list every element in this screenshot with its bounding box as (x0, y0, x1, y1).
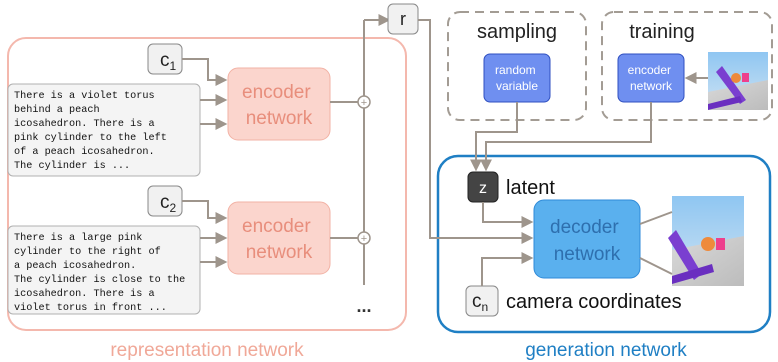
generated-scene-image (668, 196, 744, 286)
more-queries-ellipsis: ... (356, 296, 371, 316)
encoder-network-1 (227, 67, 331, 141)
latent-label: latent (506, 177, 555, 199)
decoder-network-label: decoder network (550, 217, 624, 265)
training-encoder-label: encoder network (628, 63, 675, 93)
decoder-to-image-line-bottom (639, 257, 673, 275)
arrow-training-encoder-to-z (480, 102, 652, 172)
sum-node-1-symbol: + (361, 97, 367, 109)
decoder-to-image-line-top (639, 211, 673, 225)
sum-node-2 (357, 231, 371, 245)
representation-arrows (182, 14, 391, 285)
random-variable-label: random variable (495, 63, 539, 93)
arrow-random-variable-to-z (470, 102, 518, 172)
text-description-2 (7, 225, 201, 315)
text-description-1-content: There is a violet torus behind a peach i… (14, 90, 173, 172)
representation-network-label: representation network (110, 340, 304, 361)
encoder-network-2-label: encoder network (242, 216, 316, 263)
camera-cn-label: cn (472, 291, 488, 314)
encoder-network-1-label: encoder network (242, 82, 316, 129)
text-description-1 (7, 83, 201, 177)
latent-z-symbol: z (479, 180, 487, 197)
arrow-c2-to-encoder (182, 200, 228, 224)
sampling-title: sampling (477, 21, 557, 43)
training-encoder-box (617, 53, 685, 103)
generation-network-label: generation network (525, 340, 687, 361)
arrow-c1-to-encoder (182, 58, 228, 86)
text-description-2-content: There is a large pink cylinder to the ri… (14, 232, 191, 314)
decoder-network (533, 199, 641, 279)
arrow-cn-to-decoder (481, 252, 534, 286)
training-scene-image (708, 52, 768, 110)
encoder-network-2 (227, 201, 331, 275)
representation-panel (7, 37, 407, 331)
r-label: r (400, 9, 406, 29)
arrow-r-to-decoder (418, 19, 534, 244)
camera-c2-label: c2 (160, 192, 177, 215)
generation-panel (436, 154, 772, 334)
sum-node-2-symbol: + (361, 233, 367, 245)
random-variable-box (483, 53, 551, 103)
arrow-z-to-decoder (482, 202, 534, 228)
training-title: training (629, 21, 695, 43)
camera-c1-label: c1 (160, 50, 177, 73)
generation-arrows (418, 19, 673, 286)
camera-coordinates-label: camera coordinates (506, 291, 682, 313)
sum-node-1 (357, 95, 371, 109)
